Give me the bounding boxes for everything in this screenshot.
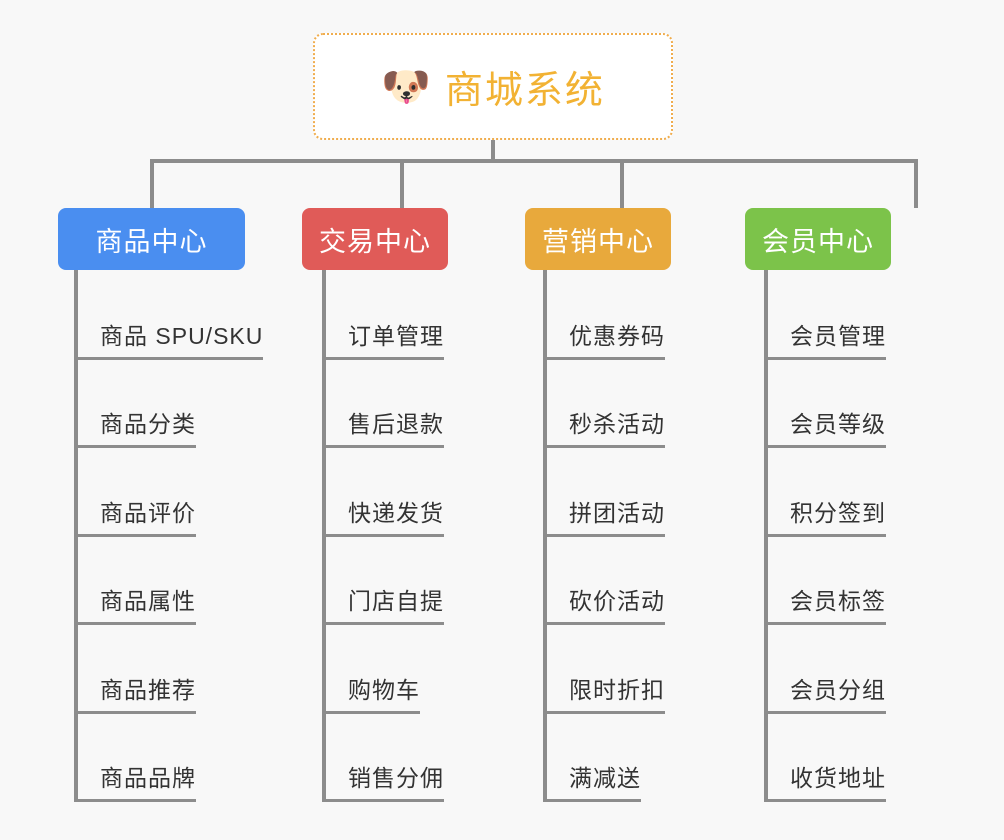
leaf-item-label: 商品 SPU/SKU xyxy=(100,323,264,349)
connector-drop-trade-center xyxy=(400,159,404,208)
leaf-item-label: 会员等级 xyxy=(790,411,886,437)
leaf-item-label: 商品品牌 xyxy=(100,765,196,791)
leaf-item[interactable]: 会员标签 xyxy=(764,582,886,625)
leaf-item-label: 限时折扣 xyxy=(569,677,665,703)
branch-header-member-center[interactable]: 会员中心 xyxy=(745,208,891,270)
branch-header-trade-center[interactable]: 交易中心 xyxy=(302,208,448,270)
connector-drop-member-center xyxy=(914,159,918,208)
leaf-item[interactable]: 砍价活动 xyxy=(543,582,665,625)
leaf-item[interactable]: 限时折扣 xyxy=(543,671,665,714)
connector-horizontal-bus xyxy=(150,159,918,163)
branch-header-label: 交易中心 xyxy=(319,226,431,257)
leaf-item[interactable]: 满减送 xyxy=(543,759,641,802)
leaf-item-label: 商品推荐 xyxy=(100,677,196,703)
leaf-item-label: 会员分组 xyxy=(790,677,886,703)
branch-header-label: 营销中心 xyxy=(542,226,654,257)
leaf-item-label: 商品分类 xyxy=(100,411,196,437)
leaf-item[interactable]: 商品分类 xyxy=(74,405,196,448)
leaf-item-label: 满减送 xyxy=(569,765,641,791)
leaf-item-label: 订单管理 xyxy=(348,323,444,349)
leaf-item-label: 商品评价 xyxy=(100,500,196,526)
leaf-item[interactable]: 秒杀活动 xyxy=(543,405,665,448)
branch-header-label: 会员中心 xyxy=(762,226,874,257)
leaf-item[interactable]: 优惠券码 xyxy=(543,317,665,360)
leaf-item[interactable]: 销售分佣 xyxy=(322,759,444,802)
leaf-item[interactable]: 售后退款 xyxy=(322,405,444,448)
leaf-item-label: 秒杀活动 xyxy=(569,411,665,437)
leaf-item-label: 拼团活动 xyxy=(569,500,665,526)
leaf-item[interactable]: 商品推荐 xyxy=(74,671,196,714)
leaf-item[interactable]: 商品属性 xyxy=(74,582,196,625)
shiba-dog-face-icon: 🐶 xyxy=(381,64,431,109)
leaf-item-label: 门店自提 xyxy=(348,588,444,614)
leaf-item[interactable]: 商品评价 xyxy=(74,494,196,537)
leaf-item-label: 购物车 xyxy=(348,677,420,703)
leaf-item[interactable]: 商品品牌 xyxy=(74,759,196,802)
leaf-item-label: 商品属性 xyxy=(100,588,196,614)
leaf-item-label: 快递发货 xyxy=(348,500,444,526)
leaf-item-label: 砍价活动 xyxy=(569,588,665,614)
leaf-item-label: 积分签到 xyxy=(790,500,886,526)
leaf-item-label: 会员标签 xyxy=(790,588,886,614)
leaf-item-label: 会员管理 xyxy=(790,323,886,349)
leaf-item[interactable]: 会员等级 xyxy=(764,405,886,448)
leaf-item-label: 收货地址 xyxy=(790,765,886,791)
leaf-item-label: 优惠券码 xyxy=(569,323,665,349)
leaf-item[interactable]: 会员管理 xyxy=(764,317,886,360)
leaf-item[interactable]: 积分签到 xyxy=(764,494,886,537)
connector-root-stem xyxy=(491,140,495,163)
leaf-item-label: 销售分佣 xyxy=(348,765,444,791)
leaf-item[interactable]: 购物车 xyxy=(322,671,420,714)
leaf-item[interactable]: 商品 SPU/SKU xyxy=(74,317,264,360)
branch-header-product-center[interactable]: 商品中心 xyxy=(58,208,245,270)
connector-drop-marketing-center xyxy=(620,159,624,208)
branch-header-marketing-center[interactable]: 营销中心 xyxy=(525,208,671,270)
connector-drop-product-center xyxy=(150,159,154,208)
root-node-label: 商城系统 xyxy=(444,70,605,112)
root-node-shopping-mall-system[interactable]: 🐶 商城系统 xyxy=(313,33,673,140)
leaf-item[interactable]: 会员分组 xyxy=(764,671,886,714)
leaf-item[interactable]: 门店自提 xyxy=(322,582,444,625)
leaf-item[interactable]: 拼团活动 xyxy=(543,494,665,537)
leaf-item[interactable]: 收货地址 xyxy=(764,759,886,802)
branch-header-label: 商品中心 xyxy=(95,226,208,257)
leaf-item[interactable]: 订单管理 xyxy=(322,317,444,360)
leaf-item[interactable]: 快递发货 xyxy=(322,494,444,537)
leaf-item-label: 售后退款 xyxy=(348,411,444,437)
